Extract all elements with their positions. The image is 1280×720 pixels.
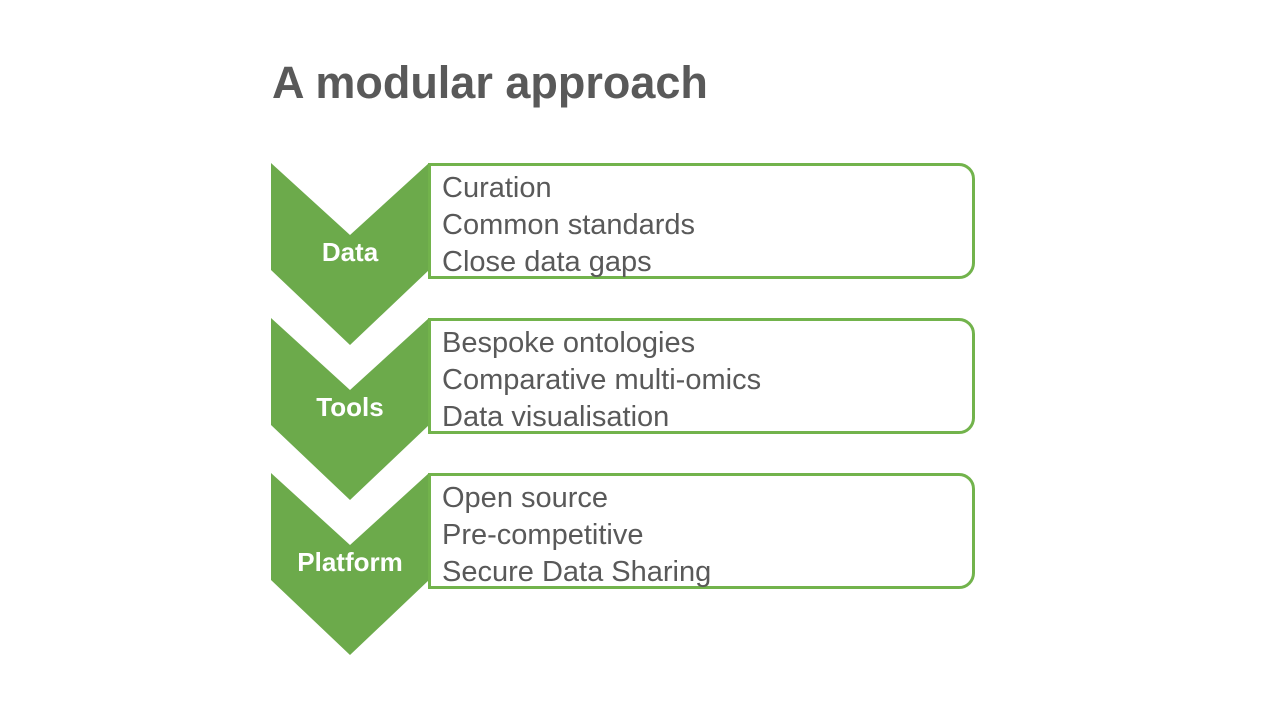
chevron-data: Data (271, 163, 429, 345)
chevron-label-data: Data (321, 237, 379, 267)
box-line-item: Pre-competitive (442, 519, 644, 551)
info-box-tools: Bespoke ontologies Comparative multi-omi… (428, 318, 975, 434)
info-box-data: Curation Common standards Close data gap… (428, 163, 975, 279)
info-box-platform: Open source Pre-competitive Secure Data … (428, 473, 975, 589)
box-line-item: Common standards (442, 209, 696, 241)
box-line-item: Close data gaps (442, 246, 652, 278)
chevron-platform: Platform (271, 473, 429, 655)
chevron-label-tools: Tools (316, 392, 384, 422)
down-chevron-icon (271, 318, 429, 500)
chevron-tools: Tools (271, 318, 429, 500)
box-line-item: Open source (442, 482, 609, 514)
down-chevron-icon (271, 473, 429, 655)
box-line-item: Comparative multi-omics (442, 364, 762, 396)
chevron-label-platform: Platform (297, 547, 403, 577)
slide-title: A modular approach (272, 57, 708, 108)
box-line-item: Data visualisation (442, 401, 670, 433)
box-line-item: Secure Data Sharing (442, 556, 712, 588)
box-line-item: Curation (442, 172, 552, 204)
box-line-item: Bespoke ontologies (442, 327, 696, 359)
down-chevron-icon (271, 163, 429, 345)
